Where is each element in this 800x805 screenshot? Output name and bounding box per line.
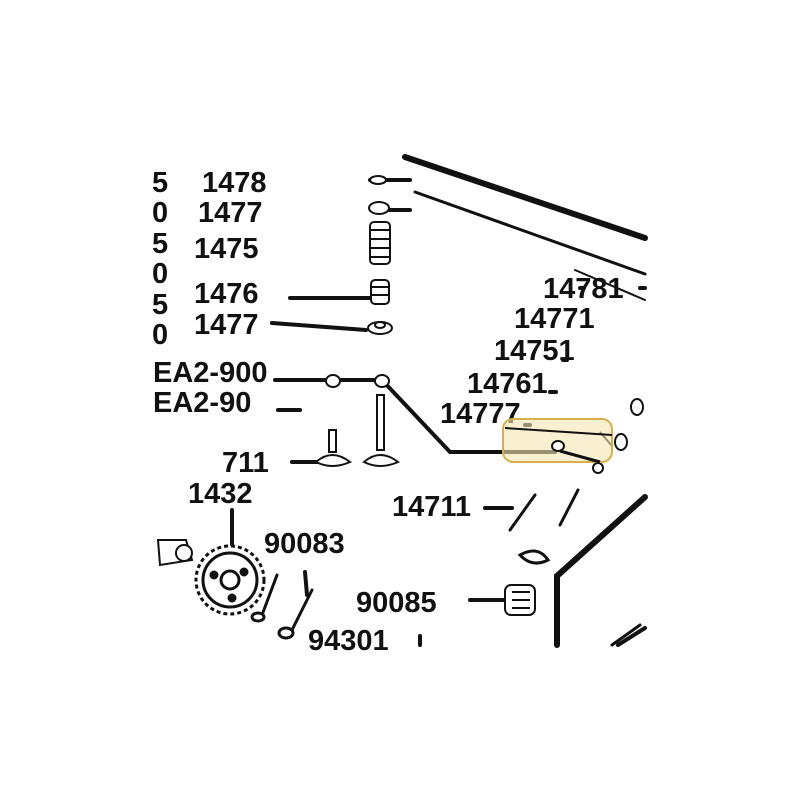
part-number-14777-left[interactable]: 1477 (194, 309, 259, 341)
leader-lines (230, 178, 647, 647)
valve-guide-highlight[interactable] (502, 418, 613, 464)
part-number-14711-right[interactable]: 14711 (392, 491, 471, 523)
edge-digit: 0 (152, 258, 168, 290)
part-number-94301[interactable]: 94301 (308, 625, 389, 657)
part-number-ea2-901[interactable]: EA2-90 (153, 387, 251, 419)
part-number-14771-left[interactable]: 1477 (198, 197, 263, 229)
edge-digit: 5 (152, 228, 168, 260)
camshaft-end (156, 539, 194, 567)
part-number-14761-right[interactable]: 14761 (467, 368, 548, 400)
cam-sprocket (194, 544, 266, 616)
part-number-90083[interactable]: 90083 (264, 528, 345, 560)
part-number-14751-left[interactable]: 1475 (194, 233, 259, 265)
cylinder-head-outline (402, 154, 648, 648)
part-number-14771-right[interactable]: 14771 (514, 303, 595, 335)
bolt-pair (250, 573, 314, 640)
edge-digit: 5 (152, 167, 168, 199)
part-number-14781-left[interactable]: 1478 (202, 167, 267, 199)
part-number-90085[interactable]: 90085 (356, 587, 437, 619)
part-number-14751-right[interactable]: 14751 (494, 335, 575, 367)
valve-pair-right (508, 488, 580, 565)
part-number-14761-left[interactable]: 1476 (194, 278, 259, 310)
spark-plug (504, 584, 536, 616)
edge-digit: 0 (152, 197, 168, 229)
part-number-14321[interactable]: 1432 (188, 478, 253, 510)
pushrod (616, 626, 647, 647)
valve-spring-assembly-left (367, 175, 393, 335)
part-number-14711-left[interactable]: 711 (222, 447, 269, 479)
edge-digit: 0 (152, 319, 168, 351)
edge-digit: 5 (152, 289, 168, 321)
valve-pair-left (314, 394, 400, 467)
valve-guide-pair (325, 374, 390, 388)
part-number-ea2-900[interactable]: EA2-900 (153, 357, 267, 389)
